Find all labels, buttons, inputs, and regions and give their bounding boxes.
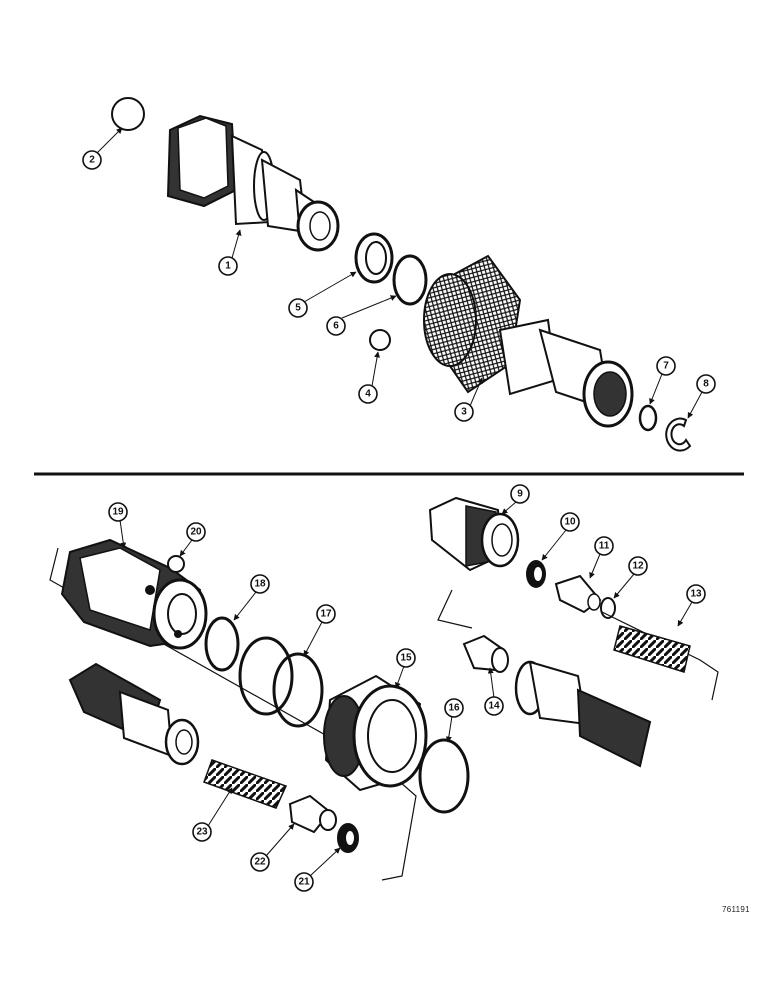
part-19-female-body (60, 538, 208, 650)
part-1-male-coupler (166, 114, 340, 252)
figure-number: 761191 (722, 905, 750, 914)
part-18-o-ring (204, 616, 240, 672)
callout-6: 6 (333, 321, 339, 332)
callout-22: 22 (254, 857, 266, 868)
callout-circles (82, 150, 716, 892)
callout-15: 15 (400, 653, 412, 664)
part-12-o-ring (600, 597, 616, 619)
callout-7: 7 (663, 361, 669, 372)
part-20-ball (167, 555, 185, 573)
part-9-male-nipple (428, 496, 520, 572)
hose-fitting-right (514, 660, 652, 768)
part-2-ball (111, 97, 145, 131)
callout-9: 9 (517, 489, 523, 500)
callout-23: 23 (196, 827, 208, 838)
callout-14: 14 (488, 701, 500, 712)
part-3-knurled-coupler (423, 254, 634, 428)
callout-3: 3 (461, 407, 467, 418)
callout-12: 12 (632, 561, 644, 572)
part-22-poppet (288, 794, 337, 834)
callout-18: 18 (254, 579, 266, 590)
part-7-o-ring (638, 404, 658, 432)
callout-16: 16 (448, 703, 460, 714)
part-5-washer (354, 232, 394, 284)
callout-1: 1 (225, 261, 231, 272)
part-13-spring (613, 625, 691, 673)
part-15-sleeve (323, 674, 428, 792)
part-23-spring (203, 759, 288, 809)
callout-10: 10 (564, 517, 576, 528)
part-8-snap-ring (665, 417, 692, 452)
part-14-adapter (462, 634, 509, 673)
part-21-seal (337, 823, 359, 853)
part-16-o-ring (418, 738, 470, 814)
callout-13: 13 (690, 589, 702, 600)
part-6-o-ring (392, 254, 428, 306)
callout-19: 19 (112, 507, 124, 518)
callout-21: 21 (298, 877, 310, 888)
part-17-spring-rings (238, 636, 324, 728)
callout-5: 5 (295, 303, 301, 314)
callout-17: 17 (320, 609, 332, 620)
callout-4: 4 (365, 389, 371, 400)
callout-8: 8 (703, 379, 709, 390)
leader-lines (95, 127, 703, 877)
callout-20: 20 (190, 527, 202, 538)
part-11-valve (554, 574, 602, 614)
hose-fitting-left (68, 662, 200, 766)
part-10-seal (526, 560, 546, 588)
part-4-ball (369, 329, 391, 351)
callout-11: 11 (599, 541, 610, 552)
callout-2: 2 (89, 155, 95, 166)
